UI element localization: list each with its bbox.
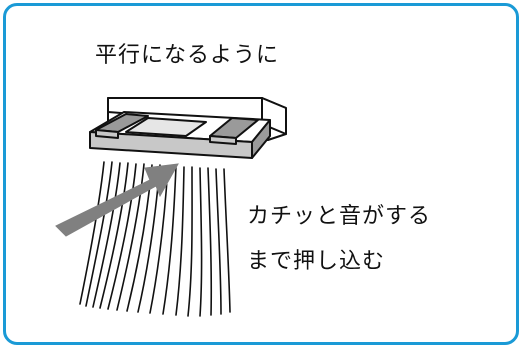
top-instruction-text: 平行になるように [95, 43, 280, 68]
side-instruction-line-2: まで押し込む [247, 249, 386, 274]
side-instruction-line-1: カチッと音がする [247, 204, 432, 229]
connector-housing-icon [89, 97, 287, 159]
insert-arrow-icon [55, 163, 179, 237]
